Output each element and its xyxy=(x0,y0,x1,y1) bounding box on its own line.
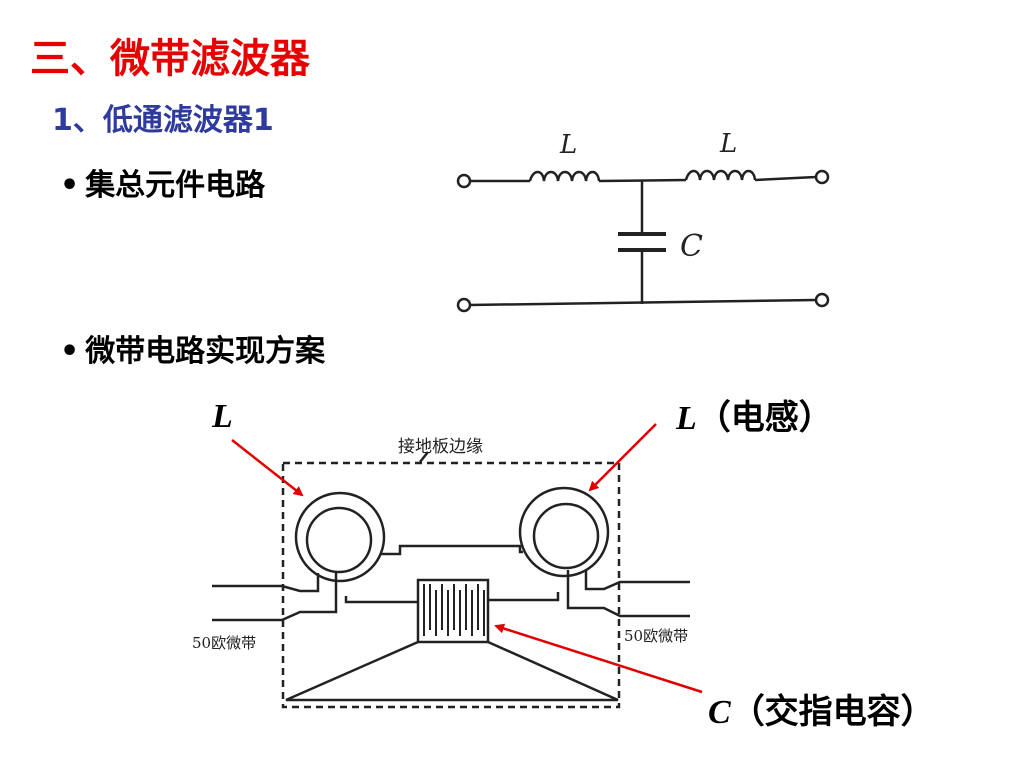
inductor-left-label: L xyxy=(559,130,577,160)
bullet-dot: • xyxy=(60,168,80,203)
bullet-text: 集总元件电路 xyxy=(85,168,266,203)
right-port-label: 50欧微带 xyxy=(624,627,688,645)
left-feed-line xyxy=(212,573,338,622)
annotation-symbol: L xyxy=(676,400,697,437)
right-spiral-outer xyxy=(518,486,610,578)
interdigital-capacitor-body xyxy=(416,578,490,644)
top-connecting-line xyxy=(380,544,523,556)
microstrip-layout xyxy=(212,451,690,709)
annotation-arrows xyxy=(231,423,703,694)
right-spiral-inner xyxy=(532,502,600,570)
bottom-left-line xyxy=(344,596,418,604)
lumped-circuit-schematic xyxy=(456,169,830,313)
ground-edge-leader xyxy=(419,451,429,463)
slide-subtitle: 1、低通滤波器1 xyxy=(52,103,274,138)
bullet-dot: • xyxy=(60,334,80,369)
bullet-lumped-circuit: •集总元件电路 xyxy=(60,160,265,204)
left-spiral-outer xyxy=(294,491,386,583)
inductor-right-label: L xyxy=(719,129,737,159)
input-terminal-bottom xyxy=(456,297,472,313)
annotation-left-inductor: L xyxy=(212,396,233,436)
output-terminal-top xyxy=(814,169,830,185)
annotation-text: （电感） xyxy=(696,398,833,438)
annotation-right-inductor: L（电感） xyxy=(676,390,833,439)
capacitor-label: C xyxy=(680,229,703,264)
bottom-wire xyxy=(469,298,817,307)
annotation-symbol: C xyxy=(708,694,731,731)
right-feed-line xyxy=(566,570,690,618)
bottom-right-line xyxy=(488,592,560,602)
arrow-left-inductor xyxy=(231,439,304,497)
interdigital-fingers xyxy=(423,584,485,636)
left-spiral-inner xyxy=(305,506,373,574)
annotation-text: （交指电容） xyxy=(730,692,935,732)
ground-plane-edge-label: 接地板边缘 xyxy=(398,437,483,457)
bullet-microstrip-implementation: •微带电路实现方案 xyxy=(60,326,325,370)
left-port-label: 50欧微带 xyxy=(192,634,256,652)
bullet-text: 微带电路实现方案 xyxy=(85,334,326,369)
top-wire-right xyxy=(754,175,817,182)
slide-title: 三、微带滤波器 xyxy=(30,36,310,82)
capacitor-stub-taper xyxy=(285,640,619,702)
annotation-symbol: L xyxy=(212,398,233,435)
input-terminal-top xyxy=(456,173,472,189)
arrow-capacitor xyxy=(494,623,703,694)
annotation-capacitor: C（交指电容） xyxy=(708,684,935,733)
inductor-left-coil xyxy=(528,170,601,182)
output-terminal-bottom xyxy=(814,292,830,308)
inductor-right-coil xyxy=(684,169,757,181)
arrow-right-inductor xyxy=(588,423,657,492)
